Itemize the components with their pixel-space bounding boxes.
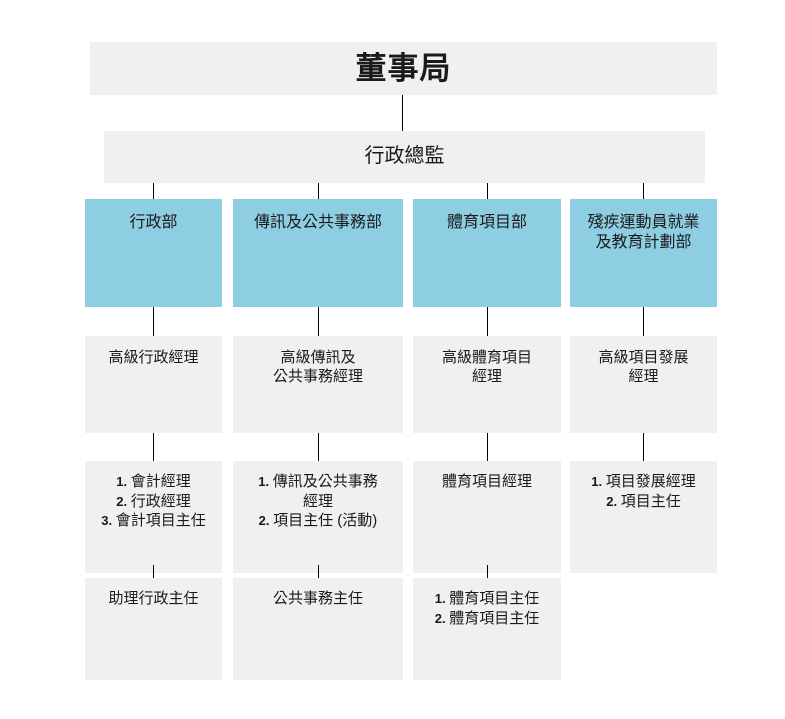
list-item-number: 2. — [116, 493, 131, 509]
node-department-athlete-employment-education: 殘疾運動員就業 及教育計劃部 — [570, 199, 717, 307]
node-assistant-administration-officer: 助理行政主任 — [85, 578, 222, 680]
connector-manager-2-to-officer-2 — [487, 565, 488, 578]
list-item-label: 體育項目主任 — [449, 590, 540, 607]
connector-manager-0-to-officer-0 — [153, 565, 154, 578]
list-item: 體育項目經理 — [413, 472, 561, 492]
node-label: 體育項目部 — [446, 214, 527, 231]
node-label: 行政總監 — [364, 145, 445, 168]
node-public-affairs-officer: 公共事務主任 — [233, 578, 403, 680]
list-item-number: 1. — [116, 474, 131, 489]
node-label: 高級傳訊及 公共事務經理 — [272, 349, 363, 386]
list-item-label: 會計項目主任 — [115, 512, 206, 529]
node-board-of-directors: 董事局 — [90, 42, 717, 95]
node-label: 傳訊及公共事務部 — [253, 214, 382, 231]
list-item-label: 體育項目經理 — [441, 473, 532, 490]
node-label: 行政部 — [129, 214, 178, 231]
node-label: 高級體育項目 經理 — [441, 349, 532, 386]
list-item-number: 2. — [606, 493, 621, 509]
connector-dept-2-to-senior-2 — [487, 307, 488, 336]
connector-director-to-dept-0 — [153, 183, 154, 199]
list-item-number: 1. — [258, 474, 273, 489]
list-item: 1. 會計經理 — [85, 472, 222, 492]
list-item-label: 項目主任 — [620, 492, 681, 510]
connector-senior-1-to-manager-1 — [318, 433, 319, 461]
connector-manager-1-to-officer-1 — [318, 565, 319, 578]
connector-senior-2-to-manager-2 — [487, 433, 488, 461]
list-item-label: 體育項目主任 — [449, 609, 540, 627]
connector-director-to-dept-3 — [643, 183, 644, 199]
node-label: 助理行政主任 — [108, 590, 199, 607]
connector-dept-1-to-senior-1 — [318, 307, 319, 336]
connector-dept-3-to-senior-3 — [643, 307, 644, 336]
node-senior-programme-development-manager: 高級項目發展 經理 — [570, 336, 717, 433]
list-item-label: 項目主任 (活動) — [273, 512, 378, 529]
list-item: 1. 傳訊及公共事務 經理 — [233, 472, 403, 511]
connector-senior-0-to-manager-0 — [153, 433, 154, 461]
list-item-label: 行政經理 — [130, 492, 191, 510]
list-item-number: 3. — [101, 513, 116, 528]
list-item: 2. 行政經理 — [85, 492, 222, 512]
list-item: 2. 項目主任 (活動) — [233, 511, 403, 531]
node-department-communications: 傳訊及公共事務部 — [233, 199, 403, 307]
connector-director-to-dept-2 — [487, 183, 488, 199]
connector-senior-3-to-manager-3 — [643, 433, 644, 461]
list-item-number: 2. — [258, 513, 274, 528]
node-senior-sports-programme-manager: 高級體育項目 經理 — [413, 336, 561, 433]
list-item-label: 傳訊及公共事務 經理 — [272, 473, 378, 510]
node-department-administration: 行政部 — [85, 199, 222, 307]
list-item: 2. 項目主任 — [570, 492, 717, 512]
connector-director-to-dept-1 — [318, 183, 319, 199]
list-item: 1. 體育項目主任 — [413, 589, 561, 609]
node-label: 公共事務主任 — [272, 590, 363, 607]
node-label: 高級行政經理 — [108, 349, 199, 366]
node-senior-communications-manager: 高級傳訊及 公共事務經理 — [233, 336, 403, 433]
list-item: 1. 項目發展經理 — [570, 472, 717, 492]
connector-root-to-director — [402, 95, 403, 131]
node-senior-administration-manager: 高級行政經理 — [85, 336, 222, 433]
list-item-number: 1. — [434, 591, 450, 606]
list-item-number: 2. — [434, 610, 450, 626]
node-managers-sports-programmes: 體育項目經理 — [413, 461, 561, 573]
node-label: 殘疾運動員就業 及教育計劃部 — [587, 214, 700, 252]
list-item: 2. 體育項目主任 — [413, 609, 561, 629]
list-item-number: 1. — [591, 474, 606, 489]
list-item-label: 項目發展經理 — [605, 473, 696, 490]
connector-dept-0-to-senior-0 — [153, 307, 154, 336]
list-item-label: 會計經理 — [130, 473, 191, 490]
node-label: 董事局 — [355, 50, 452, 86]
node-department-sports-programmes: 體育項目部 — [413, 199, 561, 307]
node-label: 高級項目發展 經理 — [598, 349, 689, 386]
list-item: 3. 會計項目主任 — [85, 511, 222, 531]
node-executive-director: 行政總監 — [104, 131, 705, 183]
manager-list: 體育項目經理 — [413, 472, 561, 492]
